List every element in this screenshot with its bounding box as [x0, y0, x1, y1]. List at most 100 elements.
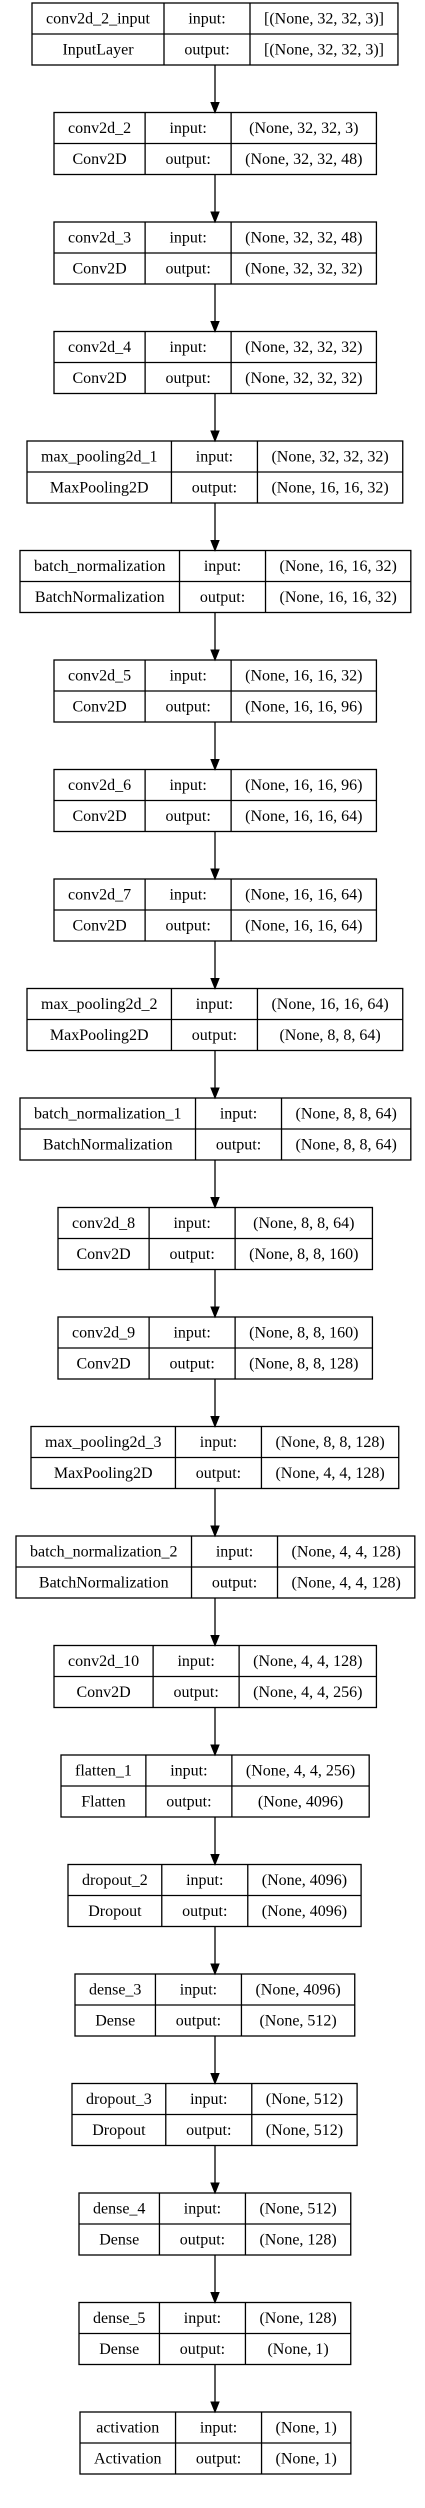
- output-shape: (None, 8, 8, 160): [249, 1246, 358, 1263]
- input-shape: (None, 4, 4, 128): [253, 1653, 362, 1670]
- output-shape: (None, 32, 32, 32): [245, 261, 362, 278]
- arrow-head-icon: [210, 540, 220, 552]
- flow-arrow: [210, 831, 220, 881]
- layer-type: Activation: [94, 2451, 162, 2468]
- input-label: input:: [200, 1434, 237, 1451]
- output-label: output:: [182, 1903, 227, 1920]
- layer-name: dense_3: [89, 1982, 141, 1999]
- layer-node: max_pooling2d_2MaxPooling2Dinput:output:…: [26, 987, 404, 1052]
- input-shape: (None, 1): [276, 2420, 337, 2437]
- layer-node: batch_normalization_2BatchNormalizationi…: [15, 1535, 416, 1599]
- output-label: output:: [186, 2122, 231, 2139]
- layer-name: dense_5: [93, 2310, 145, 2327]
- input-label: input:: [169, 120, 206, 137]
- layer-type: Conv2D: [72, 699, 126, 716]
- output-label: output:: [200, 589, 245, 606]
- arrow-head-icon: [210, 2182, 220, 2195]
- output-shape: (None, 512): [259, 2013, 336, 2030]
- layer-node: batch_normalizationBatchNormalizationinp…: [19, 549, 412, 614]
- arrow-head-icon: [210, 1416, 220, 1428]
- layer-type: BatchNormalization: [43, 1137, 173, 1154]
- arrow-head-icon: [210, 1744, 220, 1757]
- flow-arrow: [210, 1817, 220, 1866]
- layer-name: conv2d_4: [68, 339, 131, 356]
- input-label: input:: [169, 339, 206, 356]
- input-label: input:: [200, 2420, 237, 2437]
- layer-type: Conv2D: [72, 808, 126, 825]
- layer-node: max_pooling2d_3MaxPooling2Dinput:output:…: [30, 1425, 400, 1490]
- layer-type: Dense: [99, 2232, 139, 2249]
- input-label: input:: [220, 1106, 257, 1123]
- input-label: input:: [169, 230, 206, 247]
- output-shape: (None, 8, 8, 64): [296, 1137, 397, 1154]
- layer-type: Flatten: [81, 1794, 125, 1811]
- layer-type: Dense: [99, 2341, 139, 2358]
- input-shape: (None, 4, 4, 256): [246, 1763, 355, 1780]
- flow-arrow: [210, 2364, 220, 2414]
- layer-name: dropout_3: [86, 2091, 152, 2108]
- layer-name: batch_normalization_2: [30, 1544, 178, 1561]
- output-label: output:: [176, 2013, 221, 2030]
- flow-arrow: [210, 174, 220, 224]
- layer-type: MaxPooling2D: [54, 1465, 153, 1482]
- output-label: output:: [166, 1794, 211, 1811]
- layer-name: flatten_1: [75, 1763, 132, 1780]
- input-shape: (None, 4096): [262, 1872, 347, 1889]
- input-label: input:: [180, 1982, 217, 1999]
- layer-type: BatchNormalization: [39, 1575, 169, 1592]
- output-shape: (None, 16, 16, 96): [245, 699, 362, 716]
- input-shape: (None, 4096): [255, 1982, 340, 1999]
- input-shape: [(None, 32, 32, 3)]: [264, 11, 384, 28]
- output-label: output:: [165, 699, 210, 716]
- input-label: input:: [196, 449, 233, 466]
- output-label: output:: [165, 261, 210, 278]
- layer-type: Conv2D: [72, 370, 126, 387]
- flow-arrow: [210, 1050, 220, 1100]
- input-label: input:: [184, 2310, 221, 2327]
- input-label: input:: [186, 1872, 223, 1889]
- layer-type: Dense: [95, 2013, 135, 2030]
- layer-type: Dropout: [92, 2122, 146, 2139]
- layer-type: Conv2D: [76, 1246, 130, 1263]
- layer-name: conv2d_10: [68, 1653, 139, 1670]
- layer-name: dropout_2: [82, 1872, 148, 1889]
- output-shape: (None, 16, 16, 64): [245, 808, 362, 825]
- input-label: input:: [204, 558, 241, 575]
- input-label: input:: [177, 1653, 214, 1670]
- output-label: output:: [216, 1137, 261, 1154]
- output-label: output:: [165, 370, 210, 387]
- output-label: output:: [169, 1246, 214, 1263]
- arrow-head-icon: [210, 759, 220, 771]
- layer-type: Conv2D: [76, 1356, 130, 1373]
- output-shape: (None, 512): [266, 2122, 343, 2139]
- output-shape: (None, 8, 8, 128): [249, 1356, 358, 1373]
- input-shape: (None, 32, 32, 32): [245, 339, 362, 356]
- layer-name: max_pooling2d_2: [41, 996, 157, 1013]
- flow-arrow: [210, 1379, 220, 1428]
- output-label: output:: [180, 2232, 225, 2249]
- flow-arrow: [210, 2145, 220, 2195]
- input-shape: (None, 8, 8, 128): [275, 1434, 384, 1451]
- output-label: output:: [165, 808, 210, 825]
- input-label: input:: [170, 1763, 207, 1780]
- arrow-head-icon: [210, 321, 220, 333]
- output-shape: (None, 32, 32, 48): [245, 151, 362, 168]
- arrow-head-icon: [210, 1854, 220, 1866]
- flow-arrow: [210, 284, 220, 333]
- input-label: input:: [196, 996, 233, 1013]
- flow-arrow: [210, 1707, 220, 1757]
- input-shape: (None, 8, 8, 64): [296, 1106, 397, 1123]
- input-shape: (None, 32, 32, 3): [249, 120, 358, 137]
- arrow-head-icon: [210, 649, 220, 662]
- flow-arrow: [210, 2255, 220, 2304]
- output-shape: (None, 4096): [262, 1903, 347, 1920]
